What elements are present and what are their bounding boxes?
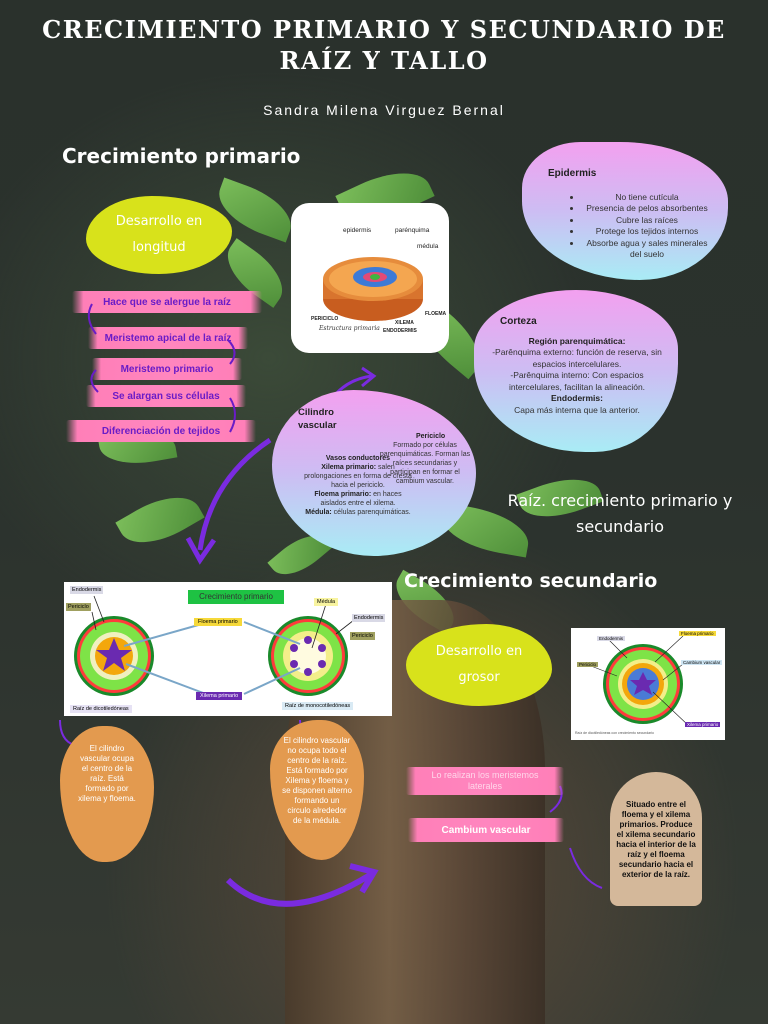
primary-step-3: Meristemo primario [92, 358, 242, 380]
root-structure-image: epidermis parénquima médula PERICICLO XI… [291, 203, 449, 353]
primary-step-4: Se alargan sus células [86, 385, 246, 407]
primary-growth-diagram: Crecimiento primario Endodermis Pericicl… [64, 582, 392, 716]
floema-text: en haces aislados entre el xilema. [320, 491, 402, 507]
author-name: Sandra Milena Virguez Bernal [263, 102, 505, 118]
periciclo-title: Periciclo [416, 433, 446, 440]
primary-heading: Crecimiento primario [62, 144, 301, 168]
d1-xilema: Xilema primario [196, 692, 243, 700]
primary-step-5: Diferenciación de tejidos [66, 420, 256, 442]
secondary-step-1: Lo realizan los meristemos laterales [406, 767, 564, 795]
label-xilema: XILEMA [395, 320, 414, 326]
medula-label: Médula: [305, 509, 332, 516]
epidermis-title: Epidermis [548, 168, 597, 179]
d2-xilema: Xilema primario [685, 722, 721, 727]
primary-step-1: Hace que se alergue la raíz [72, 291, 262, 313]
epidermis-item: No tiene cutícula [582, 192, 712, 204]
corteza-text1: -Parênquima externo: función de reserva,… [492, 347, 662, 369]
epidermis-list: No tiene cutículaPresencia de pelos abso… [548, 192, 712, 261]
epidermis-item: Protege los tejidos internos [582, 226, 712, 238]
epidermis-item: Cubre las raíces [582, 215, 712, 227]
secondary-step-2: Cambium vascular [408, 818, 564, 842]
xilema-text: salen prolongaciones en forma de cresta … [304, 464, 412, 489]
vasos-label: Vasos conductores [325, 455, 391, 462]
label-parenquima: parénquima [395, 227, 430, 234]
label-medula: médula [417, 243, 439, 250]
d1-dicot-label: Raíz de dicotiledóneas [70, 705, 132, 713]
d1-periciclo-left: Periciclo [66, 603, 91, 611]
periciclo-text: Formado por células parenquimáticas. For… [379, 442, 471, 485]
dicot-note: El cilindro vascular ocupa el centro de … [60, 726, 154, 862]
secondary-heading: Crecimiento secundario [404, 570, 658, 592]
corteza-sub2: Endodermis: [551, 393, 603, 403]
secondary-growth-diagram: Endodermis Floema primario Periciclo Cam… [571, 628, 725, 740]
medula-text: células parenquimáticas. [333, 509, 411, 516]
corteza-sub1: Región parenquimática: [528, 335, 626, 346]
corteza-text3: Capa más interna que la anterior. [514, 404, 640, 415]
d2-periciclo: Periciclo [577, 662, 599, 667]
epidermis-item: Absorbe agua y sales minerales del suelo [582, 238, 712, 261]
label-floema: FLOEMA [425, 311, 447, 317]
d1-medula: Médula [314, 598, 339, 606]
vasos-block: Vasos conductores Xilema primario: salen… [302, 454, 414, 517]
secondary-growth-blob: Desarrollo en grosor [406, 624, 552, 706]
raiz-heading: Raíz. crecimiento primario y secundario [507, 491, 733, 536]
primary-step-2: Meristemo apical de la raíz [88, 327, 248, 349]
label-periciclo: PERICICLO [311, 316, 339, 322]
d2-caption: Raíz de dicotiledóneas con crecimiento s… [575, 731, 654, 735]
d1-endodermis-right: Endodermis [352, 614, 386, 622]
xilema-label: Xilema primario: [321, 464, 377, 471]
diagram1-title: Crecimiento primario [188, 590, 284, 604]
d1-periciclo-right: Periciclo [350, 632, 375, 640]
cilindro-title: Cilindro vascular [298, 407, 337, 431]
d1-floema: Floema primario [194, 618, 242, 626]
label-epidermis: epidermis [343, 227, 372, 234]
epidermis-item: Presencia de pelos absorbentes [582, 203, 712, 215]
d1-monocot-label: Raíz de monocotiledóneas [282, 702, 354, 710]
corteza-title: Corteza [500, 316, 537, 327]
corteza-text2: -Parênquima interno: Con espacios interc… [508, 370, 646, 392]
primary-growth-blob: Desarrollo en longitud [86, 196, 232, 274]
d2-cambium: Cambium vascular [681, 660, 723, 665]
d2-endodermis: Endodermis [597, 636, 626, 641]
label-endodermis: ENDODERMIS [383, 328, 417, 334]
d1-endodermis-left: Endodermis [70, 586, 104, 594]
epidermis-bubble: Epidermis No tiene cutículaPresencia de … [522, 142, 728, 280]
corteza-bubble: Corteza Región parenquimática: -Parênqui… [474, 290, 678, 452]
image-caption: Estructura primaria [319, 325, 380, 332]
cilindro-bubble: Cilindro vascular Periciclo Formado por … [272, 390, 476, 556]
page-title: CRECIMIENTO PRIMARIO Y SECUNDARIO DE RAÍ… [42, 15, 726, 75]
d2-floema: Floema primario [679, 631, 716, 636]
floema-label: Floema primario: [314, 491, 372, 498]
cambium-note: Situado entre el floema y el xilema prim… [610, 772, 702, 906]
